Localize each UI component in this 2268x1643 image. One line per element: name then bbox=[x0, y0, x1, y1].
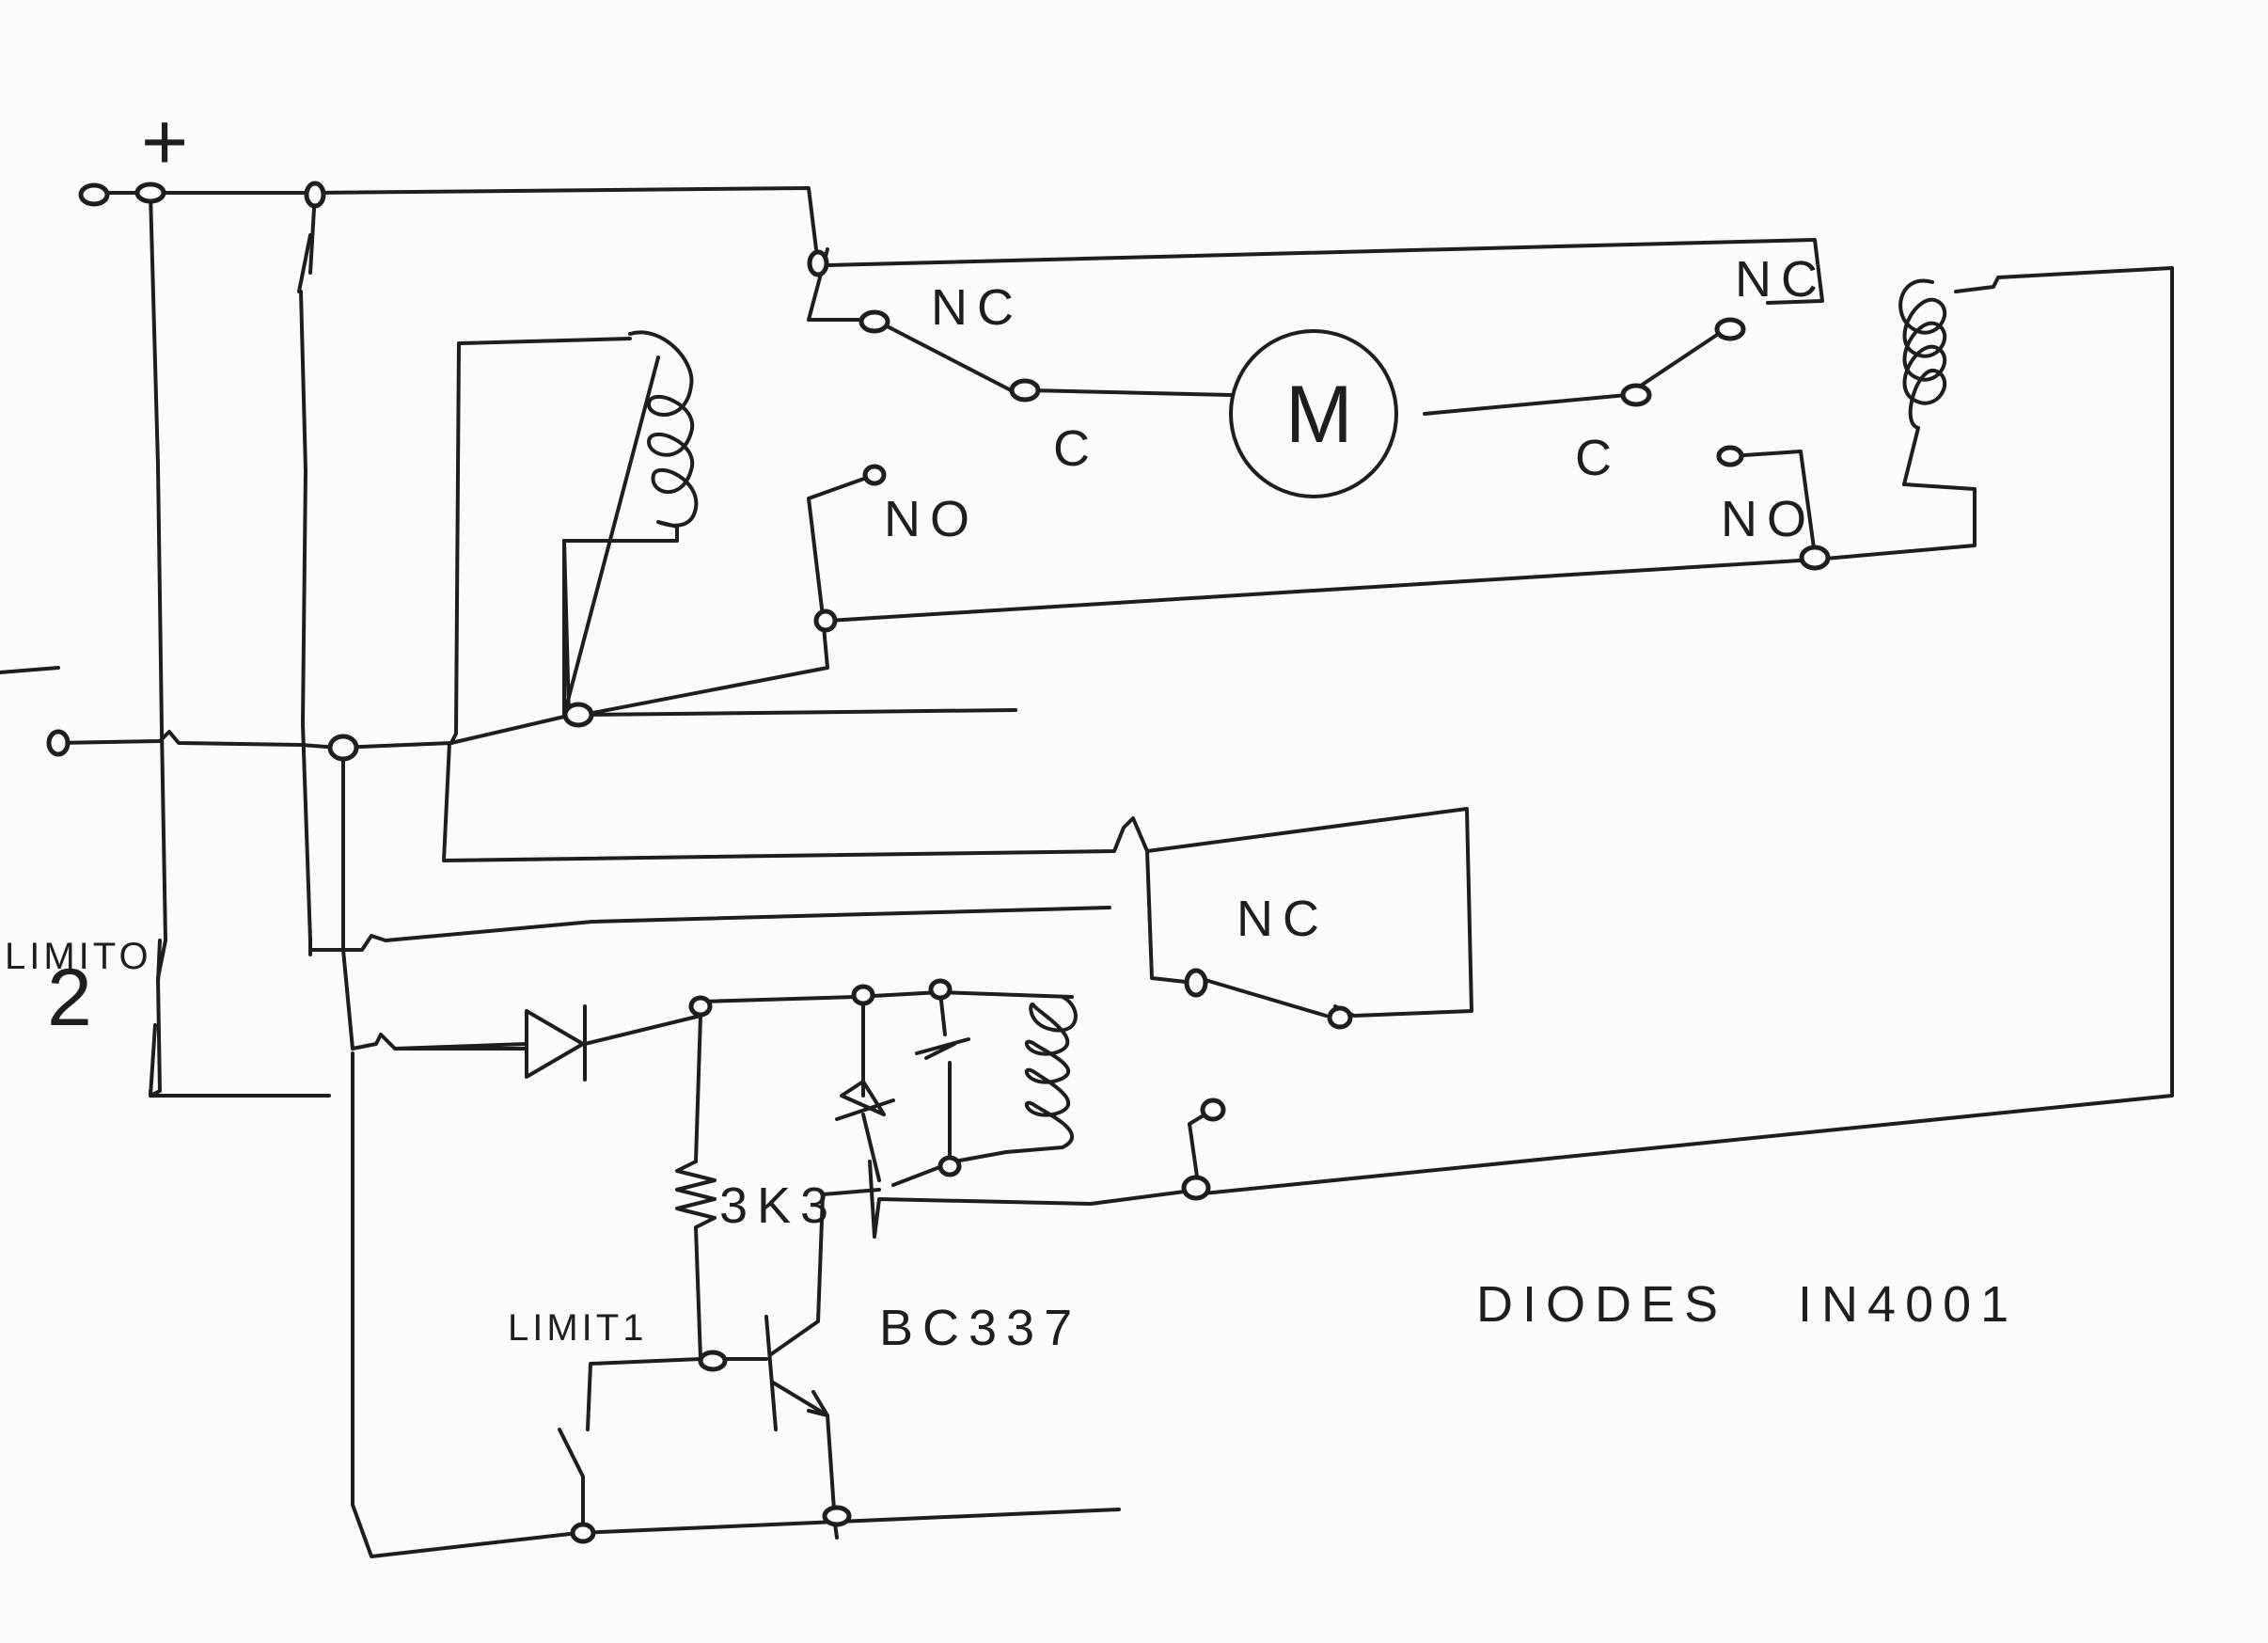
resistor-label: 3K3 bbox=[719, 1177, 838, 1234]
terminal-22 bbox=[1200, 1098, 1226, 1122]
terminals bbox=[46, 181, 1831, 1544]
terminal-3 bbox=[304, 181, 326, 209]
terminal-8 bbox=[813, 608, 838, 633]
bottom-relay-nc-label: NC bbox=[1236, 891, 1329, 947]
right-coil-wire bbox=[1898, 278, 1947, 486]
terminal-7 bbox=[862, 464, 887, 486]
right-relay-c-label: C bbox=[1575, 430, 1621, 486]
terminal-15 bbox=[1799, 545, 1831, 571]
bottom-relay-nc-arm bbox=[1197, 976, 1328, 1018]
supply-positive-wire bbox=[92, 186, 818, 275]
terminal-23 bbox=[1181, 1175, 1211, 1201]
left-relay-no-bracket bbox=[581, 473, 1017, 717]
left-to-motor-wire bbox=[1028, 388, 1234, 397]
terminal-19 bbox=[937, 1155, 962, 1177]
left-relay-c-label: C bbox=[1053, 420, 1099, 477]
terminal-10 bbox=[46, 729, 71, 757]
left-relay-no-label: NO bbox=[884, 491, 979, 547]
coil-node-wire bbox=[938, 990, 1074, 999]
terminal-24 bbox=[698, 1350, 728, 1372]
negative-return-wire bbox=[341, 746, 528, 1051]
left-stub bbox=[0, 666, 60, 674]
transistor-base-wire bbox=[699, 1315, 778, 1431]
left-relay-frame bbox=[449, 337, 660, 745]
ground-loop-wire bbox=[351, 1051, 1121, 1558]
right-relay-nc-label: NC bbox=[1735, 251, 1827, 308]
terminal-25 bbox=[822, 1505, 852, 1527]
left-relay-common-arm bbox=[807, 247, 1013, 392]
terminal-18 bbox=[928, 978, 953, 1001]
terminal-2 bbox=[134, 182, 166, 204]
terminal-27 bbox=[1716, 445, 1744, 467]
terminal-12 bbox=[1620, 383, 1652, 407]
bottom-relay-feed bbox=[442, 741, 1473, 1018]
terminal-16 bbox=[688, 995, 713, 1018]
terminal-17 bbox=[851, 984, 875, 1006]
left-coil-wire bbox=[562, 330, 699, 543]
bottom-coil-wire bbox=[891, 995, 1078, 1187]
supply-branch-bottom bbox=[308, 906, 1111, 952]
terminal-21 bbox=[1327, 1005, 1353, 1030]
terminal-9 bbox=[562, 702, 594, 728]
right-relay-no-label: NO bbox=[1721, 491, 1816, 547]
right-relay-no-bracket bbox=[1728, 450, 1817, 557]
supply-rail-second bbox=[299, 290, 312, 956]
suppression-diode-1 bbox=[835, 990, 895, 1182]
motor-label: M bbox=[1285, 370, 1353, 460]
right-relay-top-wire bbox=[826, 238, 1824, 305]
right-relay-bus bbox=[826, 482, 1977, 623]
terminal-11 bbox=[327, 734, 359, 762]
bottom-relay-common bbox=[1145, 849, 1196, 985]
plus-sign: + bbox=[141, 97, 188, 187]
terminal-13 bbox=[1714, 317, 1746, 341]
limit2-label: LIMITO bbox=[5, 936, 152, 977]
diodes-note: DIODES IN4001 bbox=[1476, 1276, 2018, 1333]
limit1-label: LIMIT1 bbox=[508, 1307, 647, 1349]
top-switch-blade bbox=[297, 233, 312, 293]
terminal-26 bbox=[570, 1522, 596, 1544]
terminal-5 bbox=[858, 309, 890, 334]
terminal-4 bbox=[807, 249, 829, 277]
transistor-label: BC337 bbox=[879, 1300, 1081, 1356]
limit2-number: 2 bbox=[47, 953, 92, 1043]
right-coil-feed bbox=[1192, 266, 2174, 1196]
limit1-switch-wire bbox=[558, 1357, 702, 1525]
input-diode-body bbox=[393, 1004, 702, 1082]
left-coil-return bbox=[562, 539, 571, 717]
limit2-switch-loop bbox=[149, 939, 331, 1098]
suppression-diode-2 bbox=[915, 990, 970, 1168]
transistor-collector-wire bbox=[769, 1188, 881, 1356]
right-motor-wire bbox=[1423, 327, 1727, 416]
bottom-relay-no-return bbox=[868, 1108, 1215, 1239]
resistor-wire bbox=[675, 1014, 717, 1361]
common-bus-wire bbox=[55, 715, 566, 750]
terminal-20 bbox=[1184, 968, 1208, 998]
left-relay-nc-label: NC bbox=[931, 279, 1023, 336]
motor-symbol bbox=[1229, 329, 1398, 498]
terminal-6 bbox=[1009, 378, 1041, 403]
terminal-1 bbox=[78, 182, 110, 207]
drive-node-wire bbox=[699, 990, 942, 1003]
transistor-emitter-wire bbox=[771, 1381, 839, 1540]
